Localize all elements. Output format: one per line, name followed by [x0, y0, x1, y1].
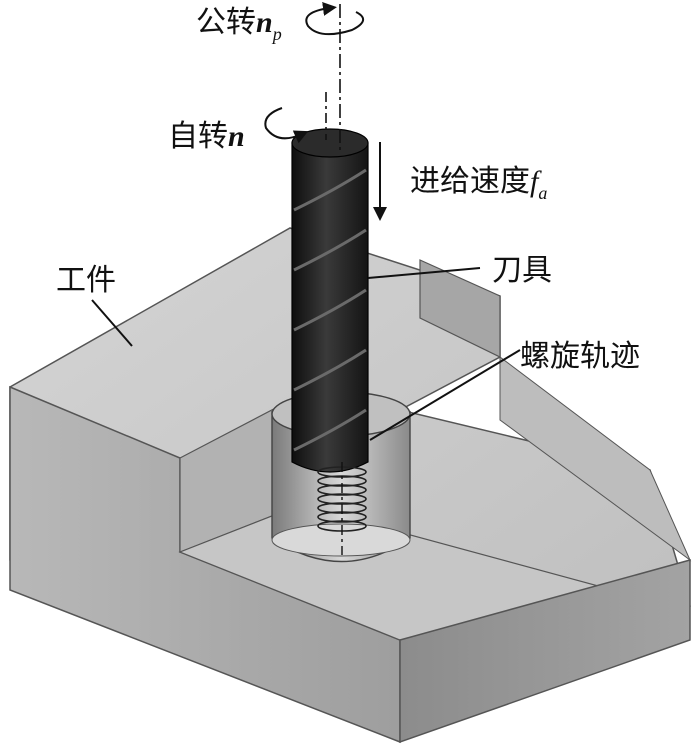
feed-speed-label: 进给速度fa [410, 164, 547, 203]
tool-flute [293, 408, 367, 452]
tool-label: 刀具 [492, 253, 552, 288]
tool-body [291, 142, 369, 473]
revolution-label: 公转np [196, 5, 282, 44]
workpiece-right-face [399, 559, 691, 744]
workpiece-label: 工件 [56, 263, 116, 298]
tool-flute [293, 168, 367, 212]
helical-path-label: 螺旋轨迹 [520, 339, 640, 374]
workpiece-leader-line [91, 299, 133, 347]
helix-leader-line [369, 349, 521, 441]
rotation-label: 自转n [168, 119, 245, 154]
rotation-arrow-icon [264, 107, 309, 144]
workpiece-back-step-top [499, 355, 692, 562]
tool-top-face [291, 128, 369, 158]
tool-flute [293, 288, 367, 332]
tool-flute [293, 228, 367, 272]
tool-flute [293, 348, 367, 392]
revolution-arrow-icon [305, 1, 364, 36]
tool-leader-line [367, 267, 481, 279]
cutting-tool [291, 128, 369, 473]
hole-bottom [271, 523, 411, 557]
